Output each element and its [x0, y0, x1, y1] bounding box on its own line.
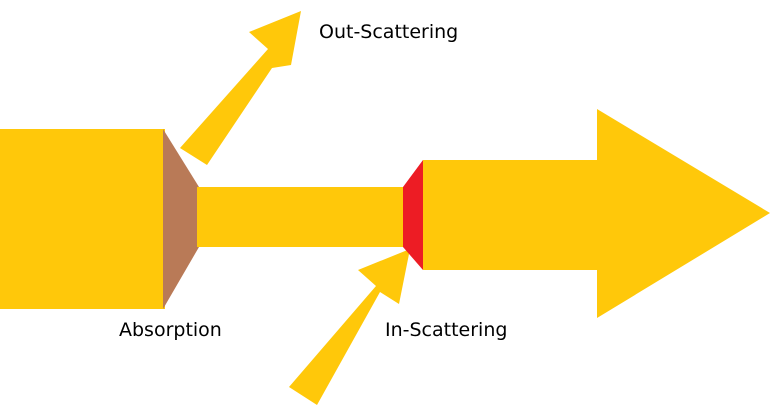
in-scattering-wedge — [403, 160, 423, 270]
absorption-wedge — [163, 129, 199, 309]
out-scattering-label: Out-Scattering — [319, 21, 459, 43]
absorption-label: Absorption — [119, 319, 222, 341]
out-scattering-arrow — [180, 11, 301, 165]
in-scattering-label: In-Scattering — [385, 319, 508, 341]
outgoing-beam-arrow — [423, 109, 770, 318]
in-scattering-arrow — [289, 249, 410, 405]
incoming-beam — [0, 129, 165, 309]
attenuated-beam — [197, 187, 409, 247]
